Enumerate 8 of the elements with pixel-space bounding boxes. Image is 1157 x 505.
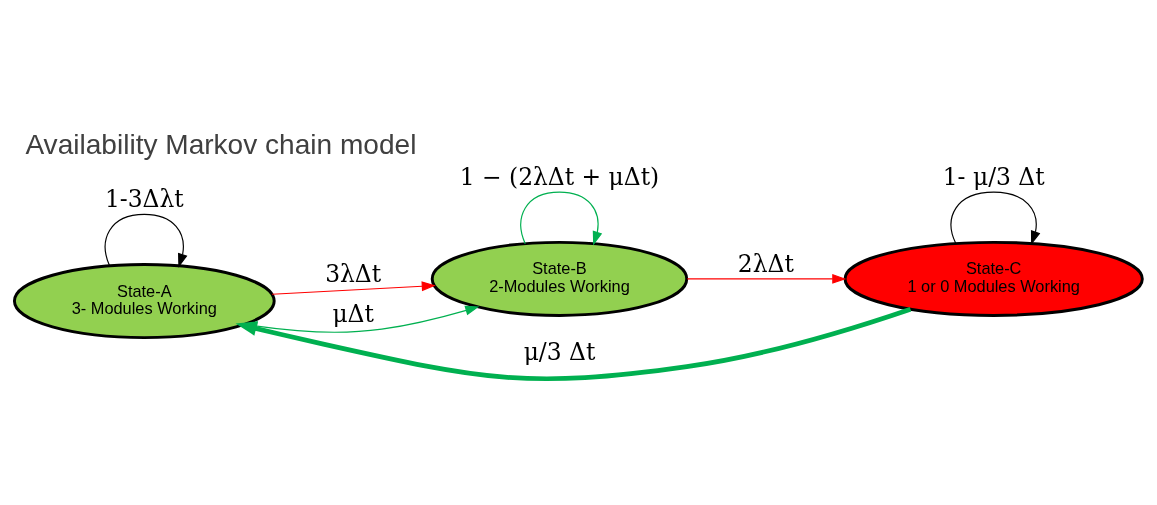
- edge-label: μ/3 Δt: [523, 337, 596, 366]
- edge-label: 1-3Δλt: [104, 184, 184, 213]
- edge-label: 1- μ/3 Δt: [942, 162, 1045, 191]
- edge-label: 1 − (2λΔt + μΔt): [459, 162, 660, 191]
- diagram-title: Availability Markov chain model: [25, 128, 417, 160]
- edge-label: μΔt: [332, 299, 374, 328]
- edge-label: 2λΔt: [737, 249, 794, 278]
- edge-label: 3λΔt: [325, 259, 382, 288]
